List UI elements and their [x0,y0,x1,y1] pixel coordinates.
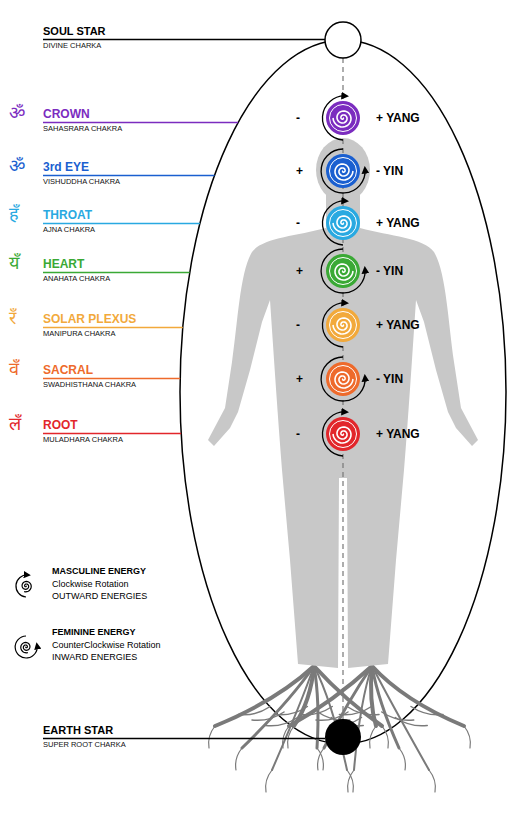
chakra-symbol [322,96,360,140]
seed-syllable: ॐ [9,104,25,122]
leader-line [43,327,183,328]
chakra-sanskrit-name: ANAHATA CHAKRA [43,275,110,283]
polarity-sign: + [296,373,303,385]
seed-syllable: वँ [9,360,19,378]
leader-line [43,223,200,224]
rotation-icon [12,571,42,601]
chakra-name: SOLAR PLEXUS [43,313,136,325]
chakra-sanskrit-name: MANIPURA CHAKRA [43,330,116,338]
chakras [321,96,365,456]
seed-syllable: हँ [9,205,19,223]
polarity-sign: - [296,112,300,124]
chakra-sanskrit-name: MULADHARA CHAKRA [43,436,123,444]
soul-star-circle [325,22,361,58]
chakra-sanskrit-name: AJNA CHAKRA [43,226,95,234]
polarity-label: - YIN [376,265,403,277]
polarity-label: - YIN [376,373,403,385]
chakra-sanskrit-name: SWADHISTHANA CHAKRA [43,381,136,389]
leader-line [43,175,214,176]
polarity-sign: + [296,265,303,277]
polarity-sign: - [296,217,300,229]
leader-line [43,39,325,40]
legend-detail: INWARD ENERGIES [52,653,137,662]
seed-syllable: रँ [9,309,16,327]
chakra-sanskrit-name: VISHUDDHA CHAKRA [43,178,120,186]
polarity-sign: + [296,165,303,177]
chakra-symbol [322,303,360,347]
legend-detail: Clockwise Rotation [52,580,129,589]
aura-outline [180,40,506,744]
leader-line [43,272,190,273]
polarity-label: + YANG [376,428,420,440]
polarity-label: - YIN [376,165,403,177]
chakra-name: THROAT [43,209,92,221]
seed-syllable: यँ [9,254,19,272]
star-subtitle: DIVINE CHARKA [43,42,101,50]
seed-syllable: ॐ [9,157,25,175]
polarity-label: + YANG [376,319,420,331]
legend-detail: OUTWARD ENERGIES [52,592,147,601]
chakra-symbol [321,357,365,401]
earth-star-circle [325,719,361,755]
polarity-label: + YANG [376,112,420,124]
star-title: EARTH STAR [43,725,113,736]
chakra-name: SACRAL [43,364,93,376]
leader-line [43,738,325,739]
chakra-name: CROWN [43,108,90,120]
chakra-symbol [321,249,365,293]
leader-line [43,378,180,379]
polarity-sign: - [296,319,300,331]
chakra-sanskrit-name: SAHASRARA CHAKRA [43,125,122,133]
legend-detail: CounterClockwise Rotation [52,641,161,650]
chakra-name: ROOT [43,419,78,431]
leader-lines [43,40,325,739]
chakra-name: HEART [43,258,84,270]
chakra-symbol [322,412,360,456]
roots [209,666,471,792]
polarity-label: + YANG [376,217,420,229]
seed-syllable: लँ [9,415,21,433]
chakra-symbol [321,149,365,193]
leader-line [43,433,181,434]
rotation-icon [12,632,42,662]
chakra-name: 3rd EYE [43,161,89,173]
star-title: SOUL STAR [43,26,106,37]
leader-line [43,122,238,123]
star-subtitle: SUPER ROOT CHARKA [43,741,126,749]
polarity-sign: - [296,428,300,440]
legend-title: FEMININE ENERGY [52,628,136,637]
legend-title: MASCULINE ENERGY [52,567,146,576]
chakra-symbol [322,201,360,245]
